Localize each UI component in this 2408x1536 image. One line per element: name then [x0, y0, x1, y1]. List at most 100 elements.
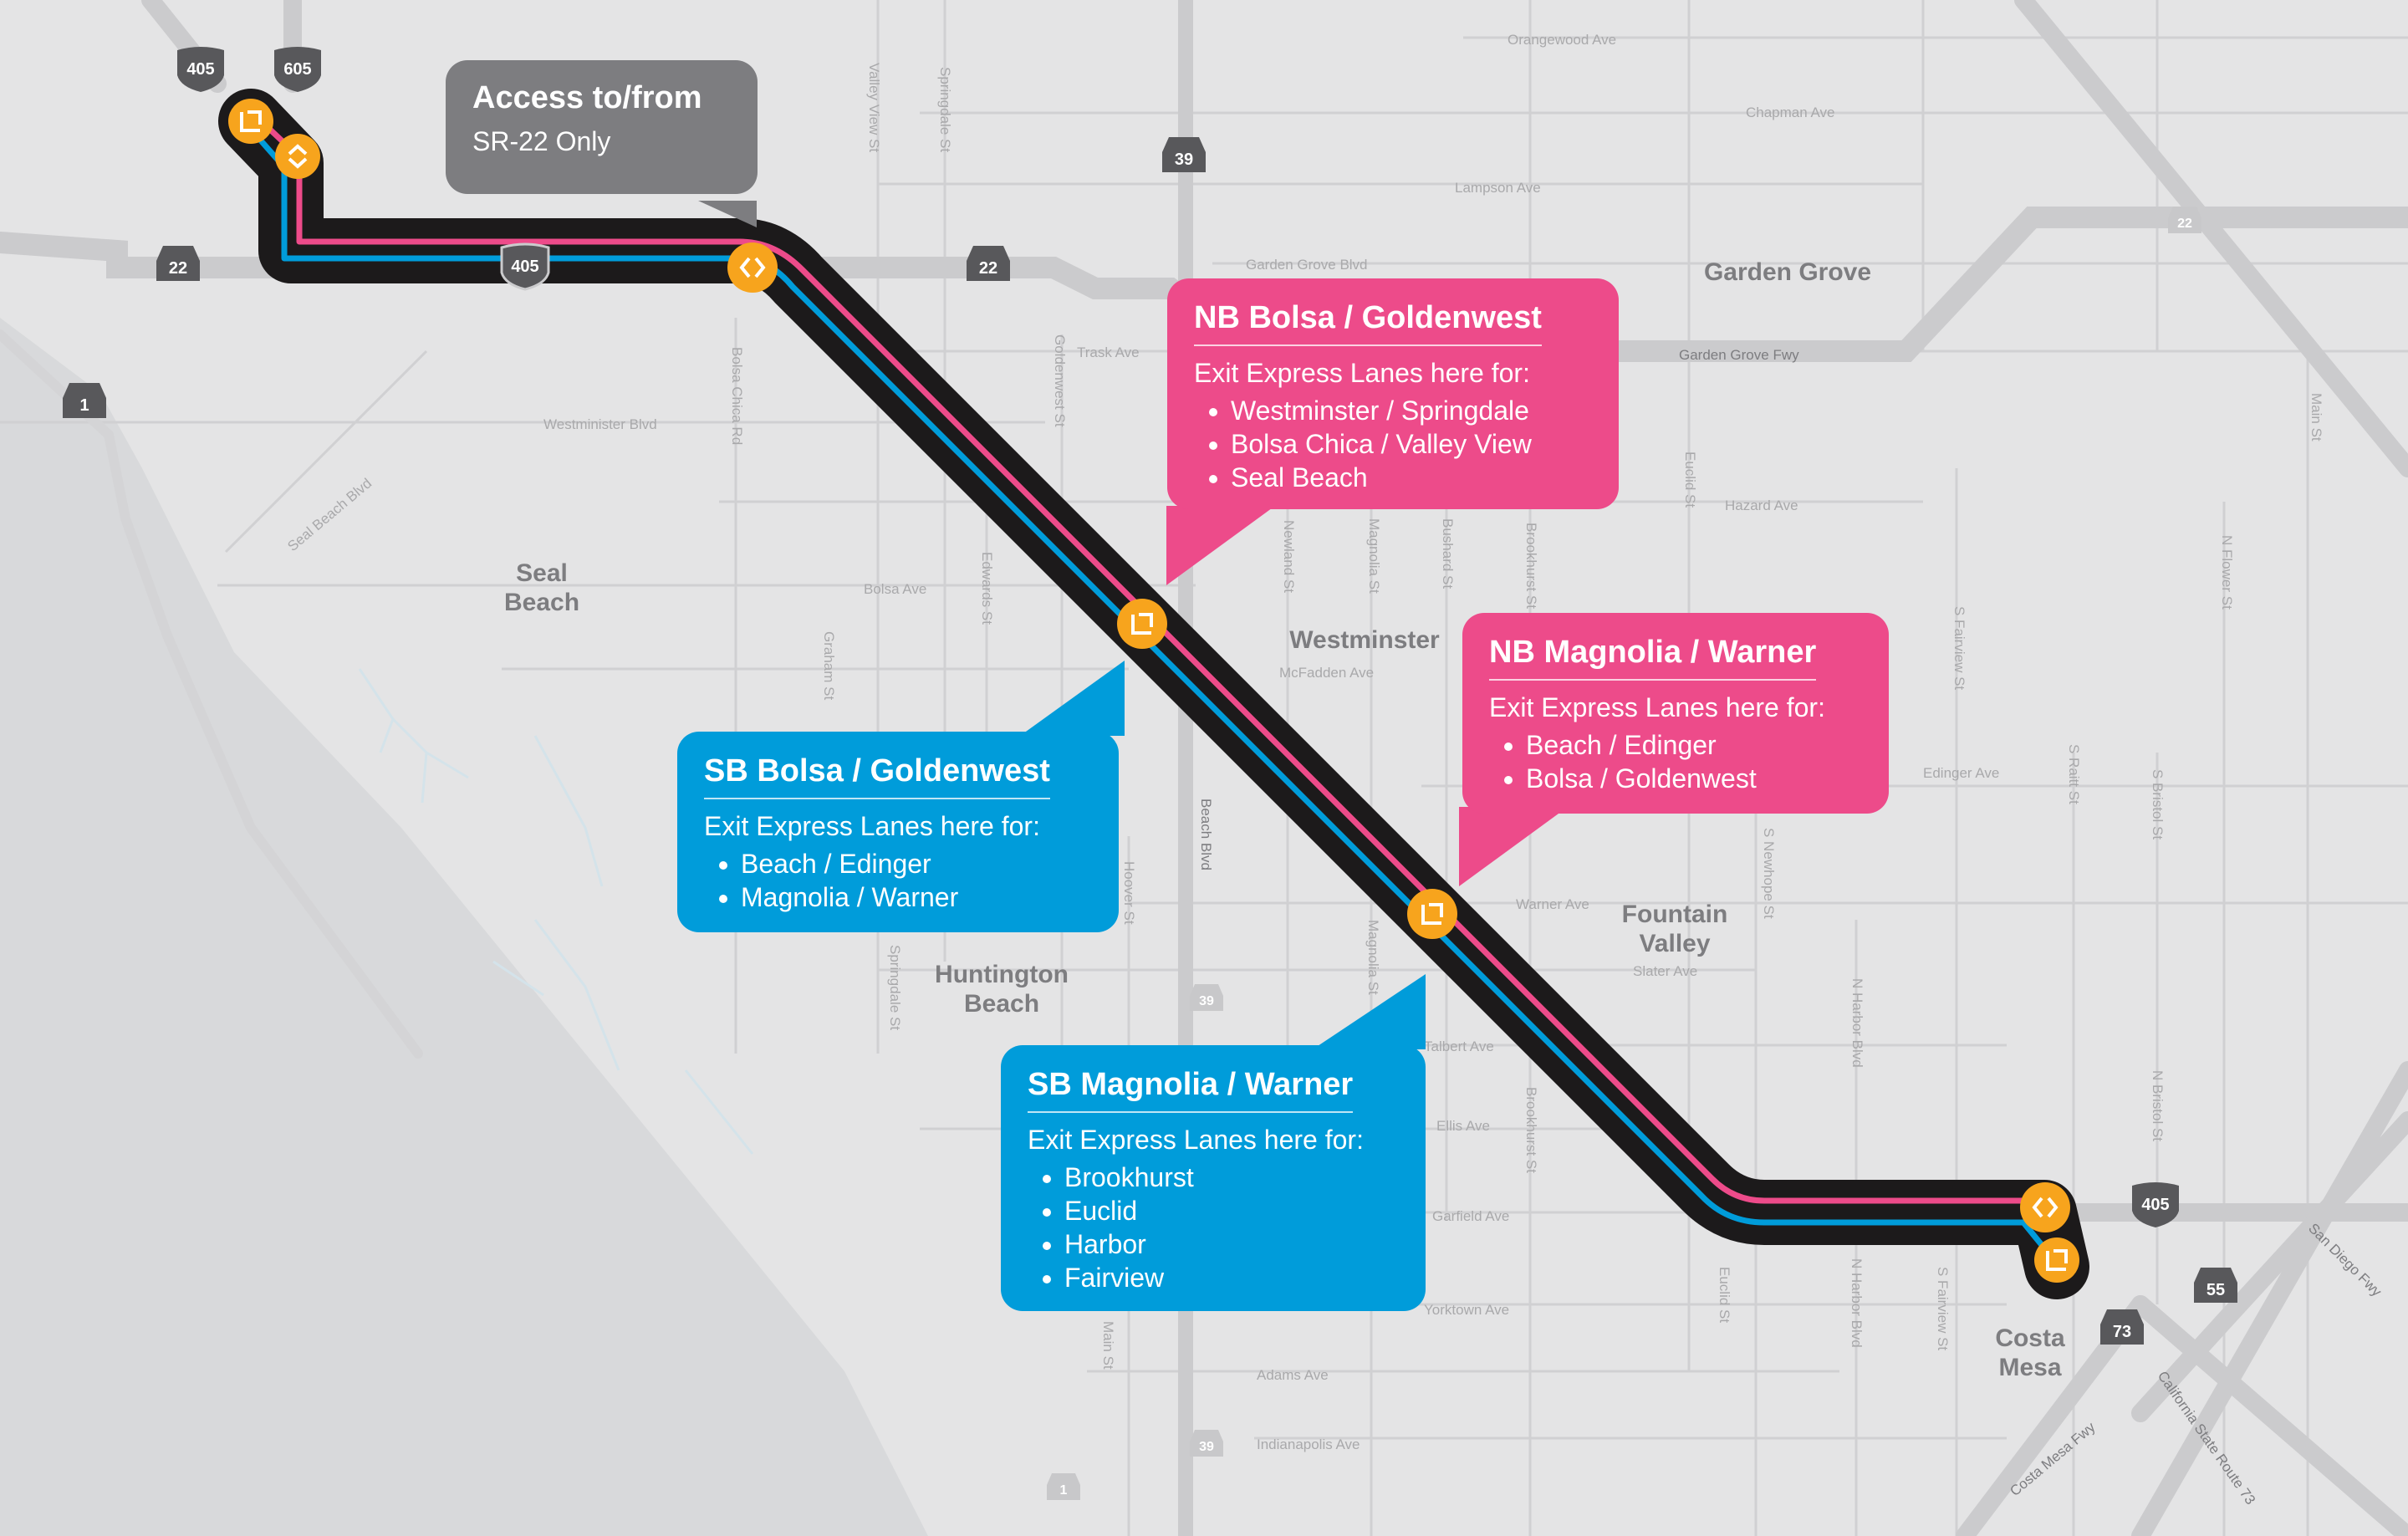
interstate-shield-icon: 405 [177, 47, 224, 92]
interstate-shields: 405 605 405 405 [177, 47, 2179, 1227]
exit-icon[interactable] [2034, 1237, 2079, 1283]
state-route-shield-icon: 1 [1047, 1473, 1080, 1500]
callout-sb-bolsa-goldenwest: SB Bolsa / Goldenwest Exit Express Lanes… [677, 732, 1119, 932]
callout-nb-bolsa-goldenwest: NB Bolsa / Goldenwest Exit Express Lanes… [1167, 278, 1619, 509]
street-label: Orangewood Ave [1508, 32, 1616, 48]
svg-text:55: 55 [2206, 1281, 2225, 1299]
street-label: Chapman Ave [1746, 105, 1834, 120]
callout-nb-bolsa-tail [1166, 506, 1275, 585]
callout-access: Access to/from SR-22 Only [446, 60, 758, 194]
street-label: Hoover St [1121, 861, 1137, 925]
callout-list: Westminster / Springdale Bolsa Chica / V… [1194, 394, 1592, 494]
callout-title: NB Magnolia / Warner [1489, 635, 1817, 681]
street-label: Brookhurst St [1523, 1087, 1539, 1173]
state-route-shield-icon: 39 [1190, 1430, 1223, 1457]
callout-title: NB Bolsa / Goldenwest [1194, 300, 1542, 346]
street-label: Edinger Ave [1923, 765, 1999, 781]
callout-list-item: Bolsa Chica / Valley View [1231, 427, 1592, 461]
callout-list-item: Westminster / Springdale [1231, 394, 1592, 427]
street-label: San Diego Fwy [2305, 1220, 2385, 1299]
street-label: Garden Grove Blvd [1246, 257, 1368, 273]
state-route-shield-icon: 55 [2194, 1268, 2237, 1303]
svg-text:405: 405 [511, 258, 538, 276]
callout-list: Beach / Edinger Bolsa / Goldenwest [1489, 728, 1862, 795]
state-shields: 22 22 22 39 1 39 39 55 [63, 137, 2237, 1500]
access-both-icon[interactable] [2020, 1182, 2070, 1232]
street-label: S Raitt St [2066, 744, 2082, 804]
street-label: N Harbor Blvd [1849, 1258, 1865, 1348]
state-route-shield-icon: 1 [63, 383, 106, 418]
city-label-fountain-valley: Valley [1639, 930, 1710, 957]
callout-list: Brookhurst Euclid Harbor Fairview [1028, 1161, 1399, 1294]
callout-list-item: Beach / Edinger [741, 847, 1092, 880]
callout-list-item: Magnolia / Warner [741, 880, 1092, 914]
street-label: Indianapolis Ave [1257, 1436, 1360, 1452]
city-labels: Seal Beach Garden Grove Westminster Foun… [504, 258, 2065, 1381]
street-label: McFadden Ave [1279, 665, 1374, 681]
interstate-shield-icon: 405 [500, 242, 550, 291]
city-label-seal-beach: Seal [516, 559, 568, 587]
access-both-icon[interactable] [275, 134, 320, 179]
exit-icon[interactable] [1407, 889, 1457, 939]
svg-text:605: 605 [283, 60, 311, 79]
callout-sb-bolsa-tail [1020, 661, 1125, 736]
callout-sb-magnolia-tail [1313, 974, 1426, 1049]
city-label-costa-mesa: Mesa [1998, 1354, 2061, 1381]
street-label: Lampson Ave [1455, 180, 1541, 196]
state-route-shield-icon: 22 [156, 246, 200, 281]
exit-icon[interactable] [1117, 599, 1167, 649]
state-route-shield-icon: 22 [2168, 207, 2201, 233]
svg-text:39: 39 [1199, 1440, 1214, 1454]
city-label-garden-grove: Garden Grove [1704, 258, 1871, 286]
street-label: Bolsa Chica Rd [729, 347, 745, 445]
svg-text:39: 39 [1175, 151, 1193, 169]
street-label: Brookhurst St [1523, 523, 1539, 609]
access-both-icon[interactable] [727, 242, 778, 293]
callout-title: SB Magnolia / Warner [1028, 1067, 1354, 1113]
callout-list-item: Brookhurst [1064, 1161, 1399, 1194]
street-label: Main St [1100, 1321, 1116, 1370]
callout-list-item: Harbor [1064, 1227, 1399, 1261]
street-label: Talbert Ave [1424, 1038, 1494, 1054]
svg-text:22: 22 [2177, 217, 2192, 231]
street-label: Garden Grove Fwy [1679, 347, 1799, 363]
street-label: Springdale St [937, 67, 953, 152]
callout-title: SB Bolsa / Goldenwest [704, 753, 1050, 799]
street-label: N Harbor Blvd [1849, 978, 1865, 1068]
city-label-costa-mesa: Costa [1995, 1324, 2065, 1352]
street-label: Adams Ave [1257, 1367, 1329, 1383]
street-label: Beach Blvd [1198, 799, 1214, 870]
street-label: N Flower St [2219, 535, 2235, 610]
city-label-huntington-beach: Beach [964, 990, 1039, 1018]
callout-nb-magnolia-tail [1459, 807, 1568, 886]
street-label: S Bristol St [2150, 769, 2166, 839]
street-label: S Newhope St [1761, 828, 1777, 919]
svg-text:1: 1 [79, 396, 89, 415]
callout-list-item: Fairview [1064, 1261, 1399, 1294]
street-label: Euclid St [1682, 452, 1698, 508]
callout-subtitle: SR-22 Only [472, 126, 611, 156]
street-label: Goldenwest St [1052, 334, 1068, 427]
city-label-westminster: Westminster [1289, 626, 1440, 654]
street-label: Bolsa Ave [864, 581, 926, 597]
exit-icon[interactable] [228, 99, 273, 144]
ocean [0, 318, 928, 1536]
city-label-seal-beach: Beach [504, 589, 579, 616]
state-route-shield-icon: 39 [1162, 137, 1206, 172]
svg-text:405: 405 [2141, 1196, 2169, 1214]
street-label: Trask Ave [1077, 344, 1140, 360]
street-label: Westminister Blvd [543, 416, 657, 432]
street-label: Hazard Ave [1725, 498, 1798, 513]
street-label: Springdale St [887, 945, 903, 1030]
callout-list-item: Beach / Edinger [1526, 728, 1862, 762]
street-label: N Bristol St [2150, 1070, 2166, 1141]
city-label-fountain-valley: Fountain [1622, 901, 1728, 928]
callout-list: Beach / Edinger Magnolia / Warner [704, 847, 1092, 914]
street-label: Slater Ave [1633, 963, 1697, 979]
street-label: Valley View St [866, 63, 882, 152]
callout-subtitle: Exit Express Lanes here for: [1489, 692, 1825, 722]
street-label: Newland St [1281, 520, 1297, 593]
street-label: Yorktown Ave [1424, 1302, 1509, 1318]
callout-subtitle: Exit Express Lanes here for: [1028, 1125, 1364, 1155]
